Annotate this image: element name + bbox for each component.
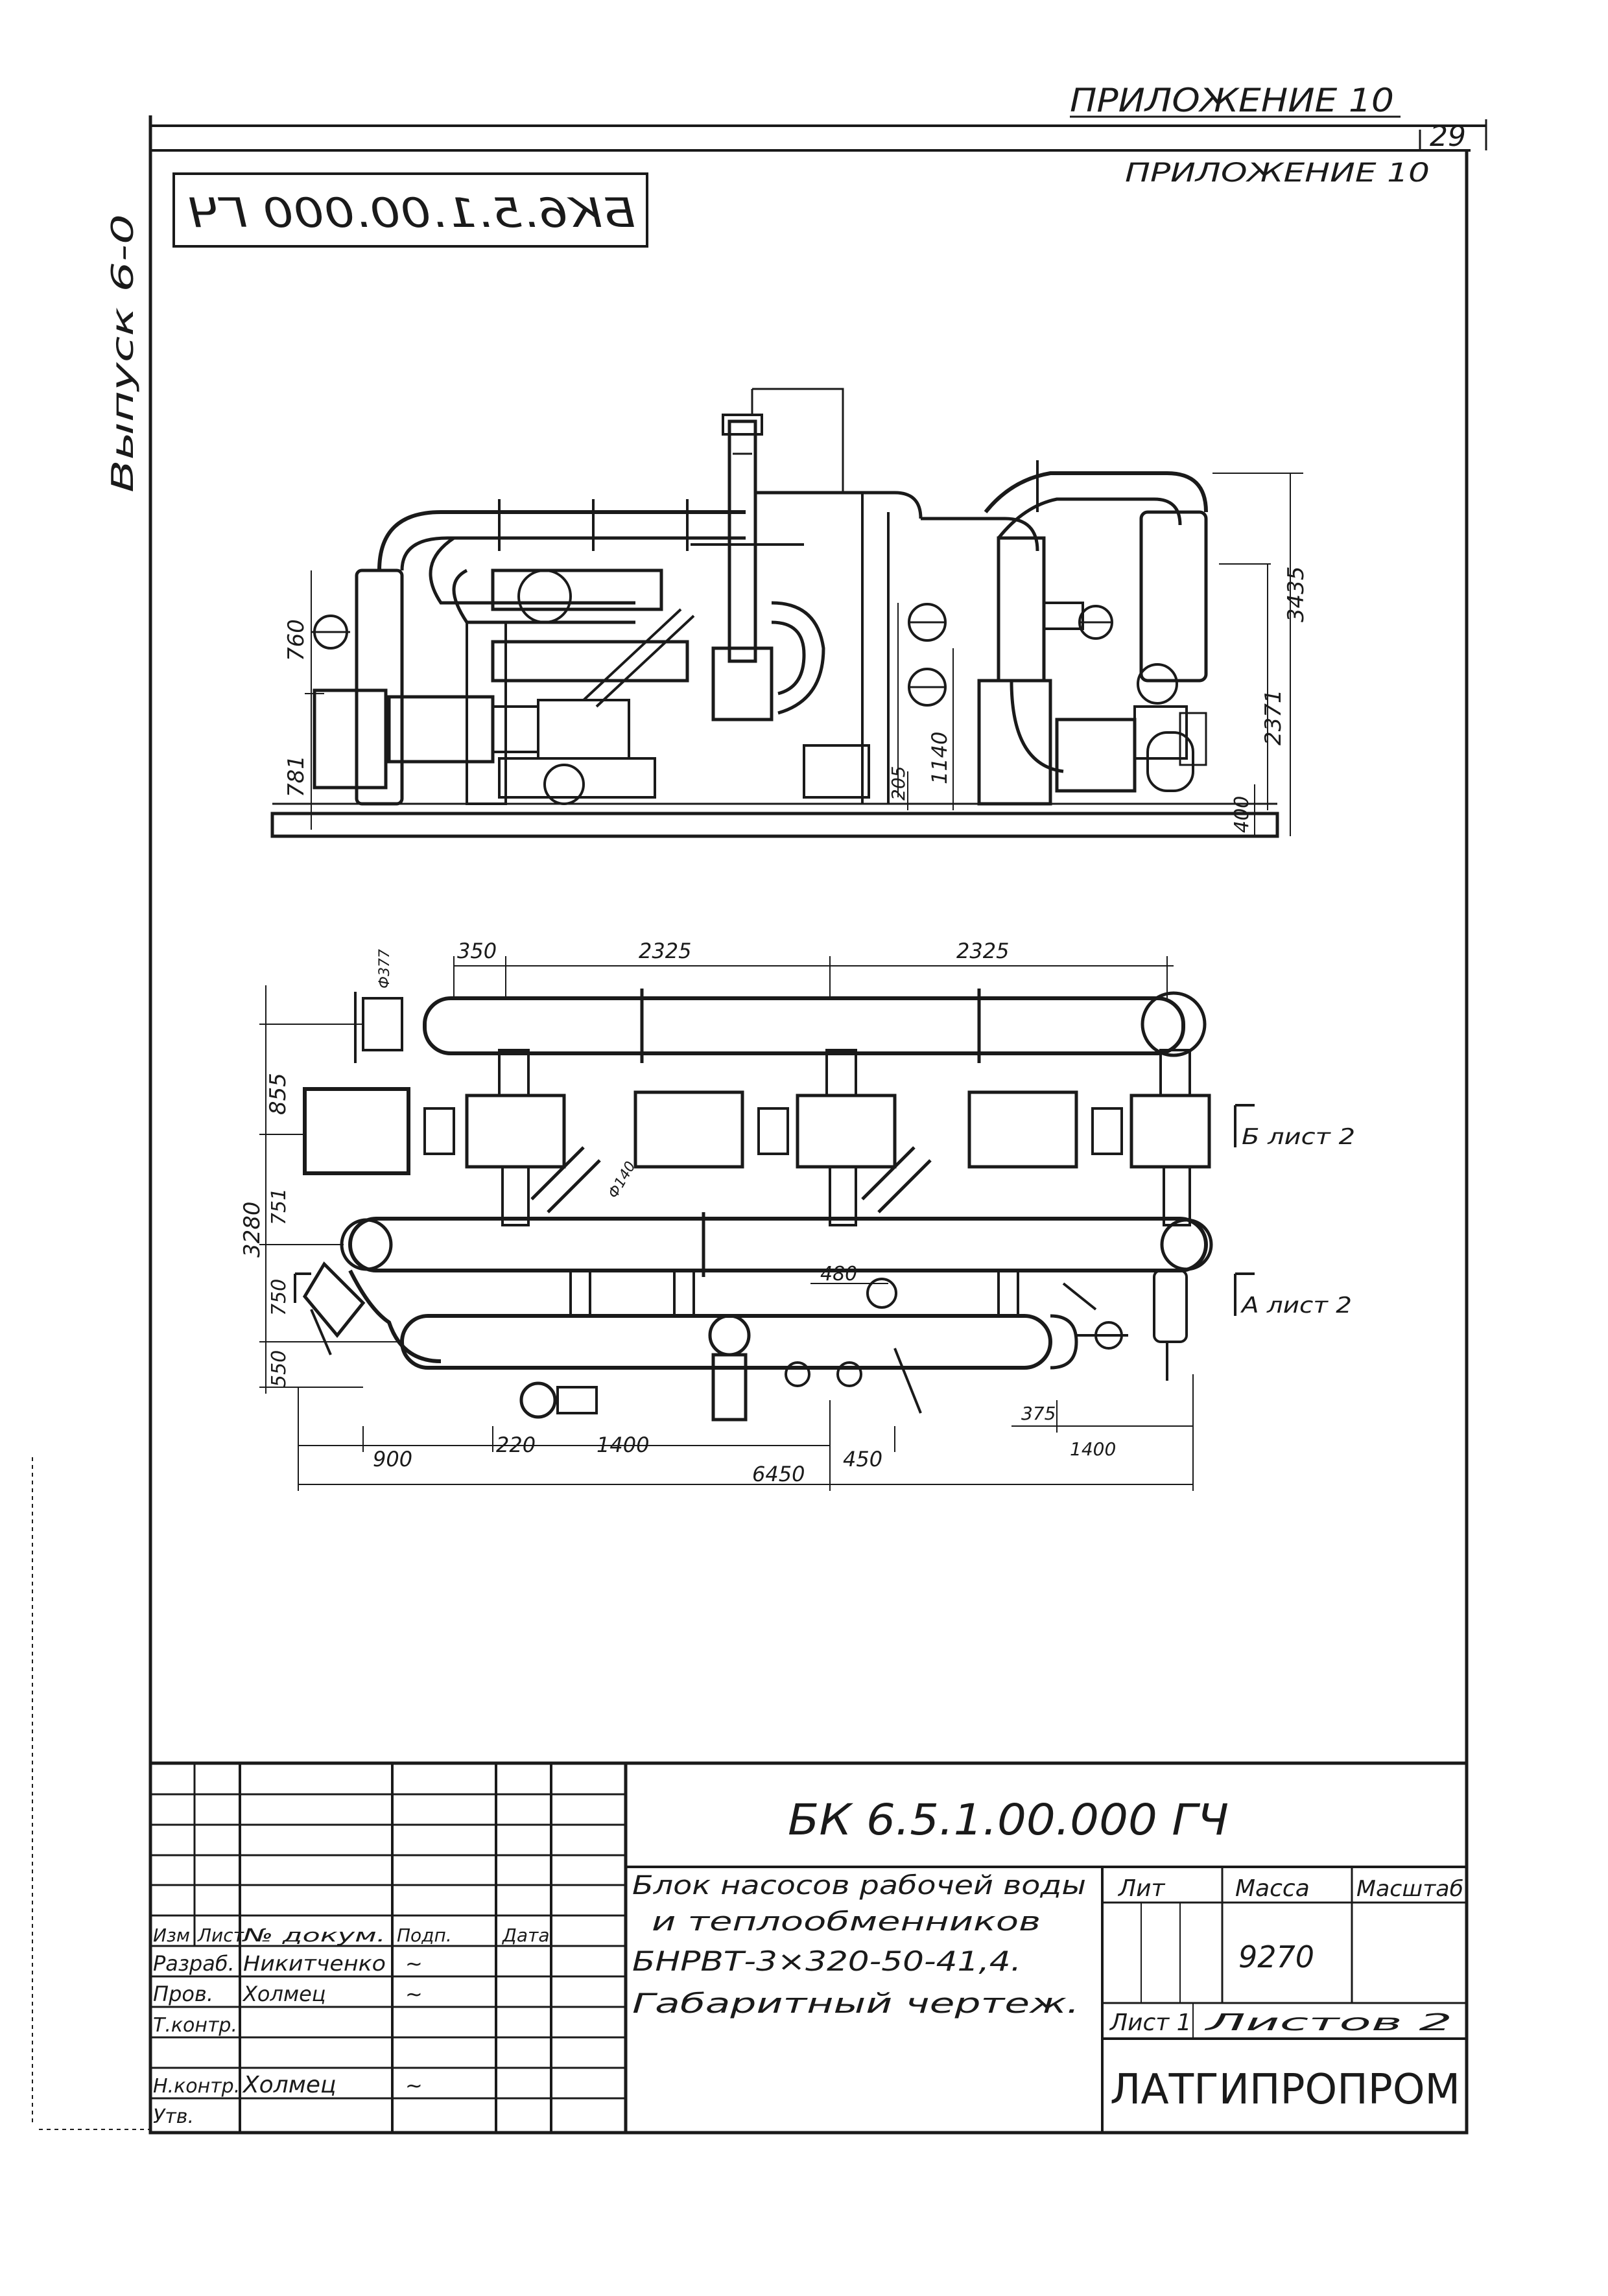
dim-plan-751: 751: [268, 1188, 290, 1225]
title-block-code: БК 6.5.1.00.000 ГЧ: [788, 1795, 1229, 1845]
dim-front-781: 781: [283, 755, 309, 797]
description-line-3: БНРВТ-3×320-50-41,4.: [632, 1945, 1021, 1977]
dim-plan-450: 450: [843, 1447, 882, 1471]
name-developer: Никитченко: [243, 1951, 386, 1976]
plan-view: [294, 989, 1255, 1422]
section-mark-b: Б лист 2: [1242, 1124, 1355, 1150]
dim-plan-2325-b: 2325: [956, 939, 1009, 963]
appendix-inner-label: ПРИЛОЖЕНИЕ 10: [1125, 158, 1430, 188]
mirrored-code-stamp: БК6.5.1.00.000 ГЧ: [172, 172, 648, 248]
sheet-label: Лист 1: [1109, 2009, 1192, 2036]
front-view: [270, 388, 1279, 838]
front-view-dimension-lines: [305, 473, 1303, 836]
dim-plan-f377: Ф377: [377, 949, 393, 989]
dim-front-205: 205: [888, 766, 909, 801]
dim-plan-f140: Ф140: [606, 1159, 639, 1201]
dim-plan-6450: 6450: [752, 1462, 805, 1486]
role-checker: Пров.: [153, 1982, 213, 2006]
col-scale-label: Масштаб: [1356, 1876, 1463, 1902]
appendix-top-label: ПРИЛОЖЕНИЕ 10: [1070, 82, 1394, 119]
description-line-1: Блок насосов рабочей воды: [632, 1871, 1086, 1901]
sheets-label: Листов 2: [1203, 2009, 1452, 2036]
title-block-grid: [148, 1761, 1469, 2135]
rev-header-sign: Подп.: [397, 1925, 452, 1946]
dim-plan-3280: 3280: [239, 1201, 265, 1258]
col-mass-label: Масса: [1235, 1875, 1310, 1902]
dim-plan-350: 350: [457, 939, 497, 963]
sign-developer: ~: [405, 1951, 423, 1976]
dim-front-400: 400: [1231, 796, 1253, 833]
sheet-number: 29: [1430, 120, 1466, 153]
dim-plan-375: 375: [1021, 1403, 1056, 1424]
mass-value: 9270: [1238, 1939, 1314, 1974]
name-norm-control: Холмец: [242, 2072, 337, 2098]
dim-plan-2325-a: 2325: [639, 939, 691, 963]
dim-plan-855: 855: [265, 1073, 291, 1115]
mirrored-code-text: БК6.5.1.00.000 ГЧ: [188, 189, 635, 237]
dim-plan-1400-b: 1400: [1070, 1438, 1116, 1460]
sign-checker: ~: [405, 1982, 423, 2006]
dim-plan-550: 550: [268, 1350, 290, 1387]
dim-plan-750: 750: [268, 1279, 290, 1316]
role-approved: Утв.: [153, 2105, 194, 2128]
organization-name: ЛАТГИПРОПРОМ: [1110, 2066, 1460, 2114]
plan-view-dimension-lines: [259, 956, 1194, 1491]
dim-front-3435: 3435: [1283, 566, 1309, 622]
role-developer: Разраб.: [153, 1951, 235, 1976]
role-norm-control: Н.контр.: [153, 2075, 240, 2098]
margin-note: Выпуск 6-0: [105, 214, 140, 493]
col-lit-label: Лит: [1117, 1875, 1165, 1902]
name-checker: Холмец: [242, 1982, 326, 2006]
rev-header-date: Дата: [501, 1925, 550, 1946]
dim-plan-220: 220: [496, 1433, 536, 1457]
description-line-2: и теплообменников: [652, 1907, 1041, 1937]
dim-plan-1400-a: 1400: [597, 1433, 649, 1457]
rev-header-izm: Изм: [153, 1925, 190, 1946]
dim-front-2371: 2371: [1260, 689, 1286, 745]
role-tech-control: Т.контр.: [153, 2014, 237, 2037]
rev-header-list: Лист: [197, 1925, 244, 1946]
rev-header-doc: № докум.: [241, 1925, 386, 1946]
dim-front-1140: 1140: [927, 732, 952, 784]
dim-front-760: 760: [283, 619, 309, 661]
section-mark-a: А лист 2: [1240, 1293, 1352, 1318]
dim-plan-480: 480: [820, 1263, 857, 1285]
description-line-4: Габаритный чертеж.: [632, 1987, 1080, 2019]
sign-norm-control: ~: [405, 2073, 423, 2098]
dim-plan-900: 900: [373, 1447, 412, 1471]
